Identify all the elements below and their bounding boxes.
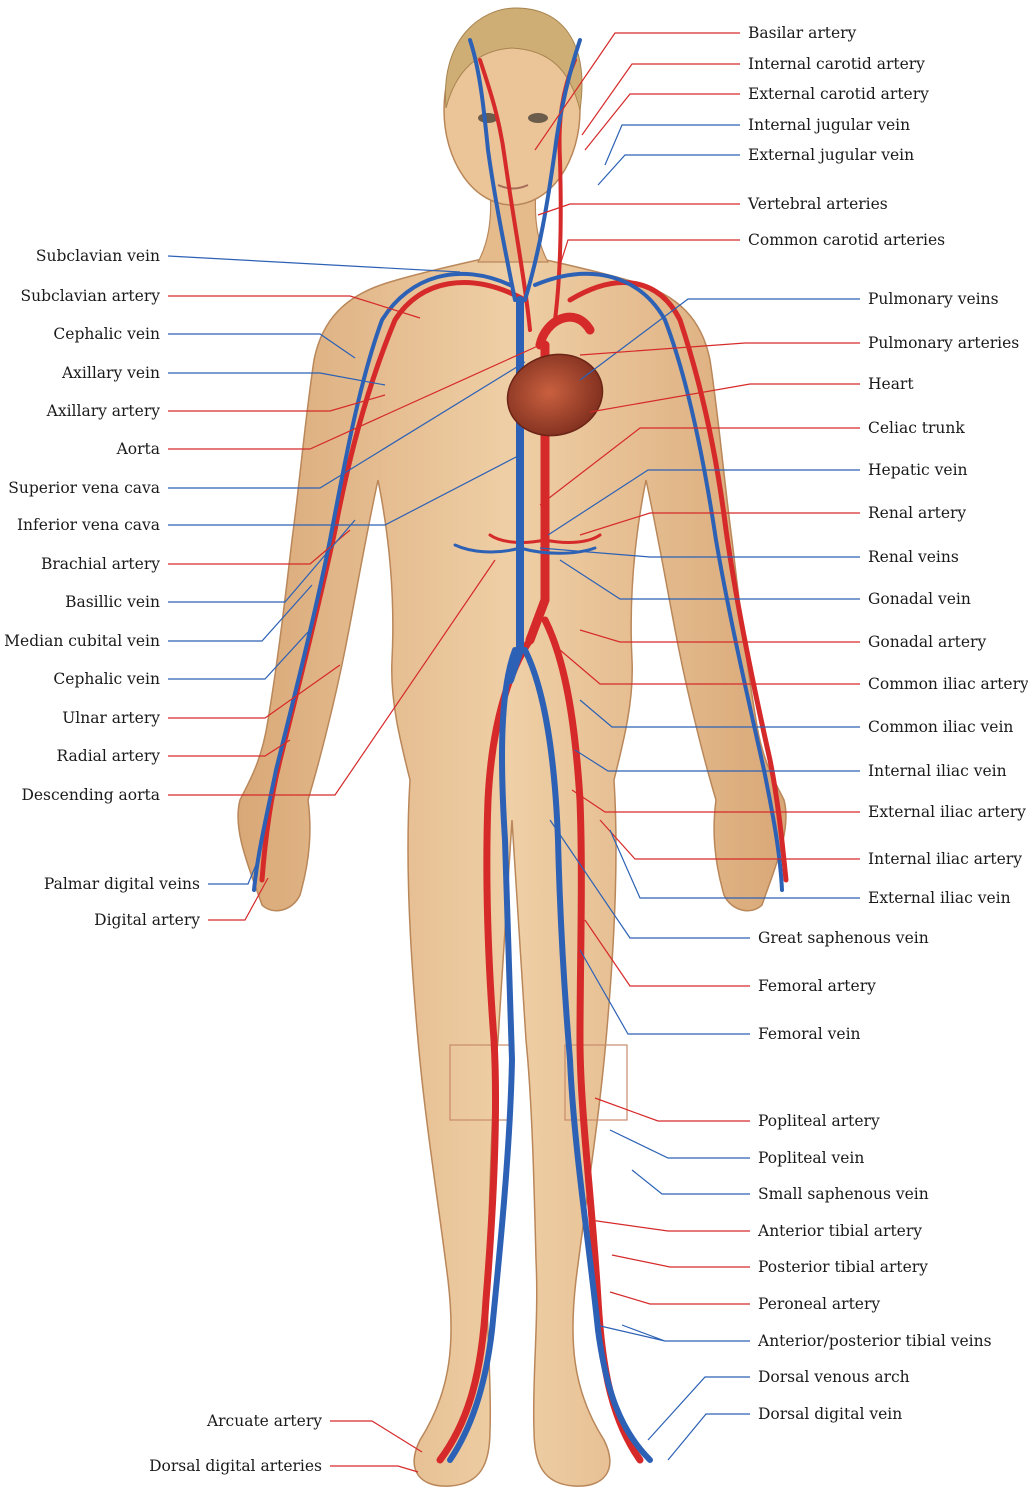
- gonadal-artery-label: Gonadal artery: [868, 633, 986, 651]
- arcuate-artery-label: Arcuate artery: [206, 1412, 322, 1430]
- renal-artery-label: Renal artery: [868, 504, 966, 522]
- external-carotid-artery-leader-line: [585, 94, 740, 150]
- common-iliac-artery-label: Common iliac artery: [868, 675, 1028, 693]
- internal-jugular-vein-leader-line: [605, 125, 740, 165]
- common-carotid-arteries-label: Common carotid arteries: [748, 231, 945, 249]
- femoral-vein-label: Femoral vein: [758, 1025, 861, 1043]
- basilar-artery-label: Basilar artery: [748, 24, 857, 42]
- femoral-artery-label: Femoral artery: [758, 977, 876, 995]
- external-carotid-artery-label: External carotid artery: [748, 85, 929, 103]
- popliteal-vein-leader-line: [610, 1130, 750, 1158]
- cephalic-vein-lower-label: Cephalic vein: [53, 670, 160, 688]
- superior-vena-cava-label: Superior vena cava: [8, 479, 160, 497]
- brachial-artery-label: Brachial artery: [41, 555, 160, 573]
- inferior-vena-cava-label: Inferior vena cava: [17, 516, 160, 534]
- external-jugular-vein-leader-line: [598, 155, 740, 185]
- peroneal-artery-label: Peroneal artery: [758, 1295, 880, 1313]
- popliteal-artery-label: Popliteal artery: [758, 1112, 880, 1130]
- subclavian-vein-label: Subclavian vein: [36, 247, 160, 265]
- gonadal-vein-label: Gonadal vein: [868, 590, 971, 608]
- small-saphenous-vein-label: Small saphenous vein: [758, 1185, 929, 1203]
- median-cubital-vein-label: Median cubital vein: [4, 632, 160, 650]
- hepatic-vein-label: Hepatic vein: [868, 461, 968, 479]
- vertebral-arteries-label: Vertebral arteries: [747, 195, 888, 213]
- axillary-artery-label: Axillary artery: [46, 402, 161, 420]
- peroneal-artery-leader-line: [610, 1292, 750, 1304]
- popliteal-artery-leader-line: [595, 1098, 750, 1121]
- anterior-tibial-artery-leader-line: [590, 1220, 750, 1231]
- internal-iliac-artery-label: Internal iliac artery: [868, 850, 1022, 868]
- internal-jugular-vein-label: Internal jugular vein: [748, 116, 910, 134]
- pulmonary-veins-label: Pulmonary veins: [868, 290, 999, 308]
- digital-artery-label: Digital artery: [94, 911, 200, 929]
- heart-label: Heart: [868, 375, 914, 393]
- anterior-posterior-tibial-veins-label: Anterior/posterior tibial veins: [757, 1332, 992, 1350]
- external-iliac-artery-label: External iliac artery: [868, 803, 1026, 821]
- cephalic-vein-upper-label: Cephalic vein: [53, 325, 160, 343]
- dorsal-venous-arch-label: Dorsal venous arch: [758, 1368, 910, 1386]
- dorsal-digital-arteries-leader-line: [330, 1466, 418, 1472]
- small-saphenous-vein-leader-line: [632, 1170, 750, 1194]
- subclavian-artery-label: Subclavian artery: [21, 287, 161, 305]
- external-jugular-vein-label: External jugular vein: [748, 146, 914, 164]
- human-body-illustration: [238, 8, 786, 1486]
- great-saphenous-vein-label: Great saphenous vein: [758, 929, 929, 947]
- dorsal-digital-vein-leader-line: [668, 1414, 750, 1460]
- internal-iliac-vein-label: Internal iliac vein: [868, 762, 1007, 780]
- posterior-tibial-artery-label: Posterior tibial artery: [758, 1258, 928, 1276]
- internal-carotid-artery-label: Internal carotid artery: [748, 55, 925, 73]
- right-eye: [528, 113, 548, 123]
- palmar-digital-veins-label: Palmar digital veins: [44, 875, 200, 893]
- vertebral-arteries-leader-line: [538, 204, 740, 215]
- pulmonary-arteries-label: Pulmonary arteries: [868, 334, 1019, 352]
- popliteal-vein-label: Popliteal vein: [758, 1149, 864, 1167]
- common-iliac-vein-label: Common iliac vein: [868, 718, 1013, 736]
- common-carotid-arteries-leader-line: [560, 240, 740, 265]
- dorsal-digital-arteries-label: Dorsal digital arteries: [149, 1457, 322, 1475]
- body-silhouette: [238, 255, 786, 1486]
- anterior-posterior-tibial-veins-leader-line: [596, 1325, 750, 1341]
- aorta-label: Aorta: [116, 440, 160, 458]
- ulnar-artery-label: Ulnar artery: [62, 709, 160, 727]
- external-iliac-vein-label: External iliac vein: [868, 889, 1011, 907]
- basillic-vein-label: Basillic vein: [65, 593, 160, 611]
- dorsal-venous-arch-leader-line: [648, 1377, 750, 1440]
- arcuate-artery-leader-line: [330, 1421, 422, 1452]
- renal-veins-label: Renal veins: [868, 548, 959, 566]
- dorsal-digital-vein-label: Dorsal digital vein: [758, 1405, 902, 1423]
- axillary-vein-label: Axillary vein: [61, 364, 160, 382]
- radial-artery-label: Radial artery: [57, 747, 161, 765]
- posterior-tibial-artery-leader-line: [612, 1255, 750, 1267]
- anterior-tibial-artery-label: Anterior tibial artery: [757, 1222, 922, 1240]
- descending-aorta-label: Descending aorta: [21, 786, 160, 804]
- celiac-trunk-label: Celiac trunk: [868, 419, 965, 437]
- subclavian-vein-leader-line: [168, 256, 460, 272]
